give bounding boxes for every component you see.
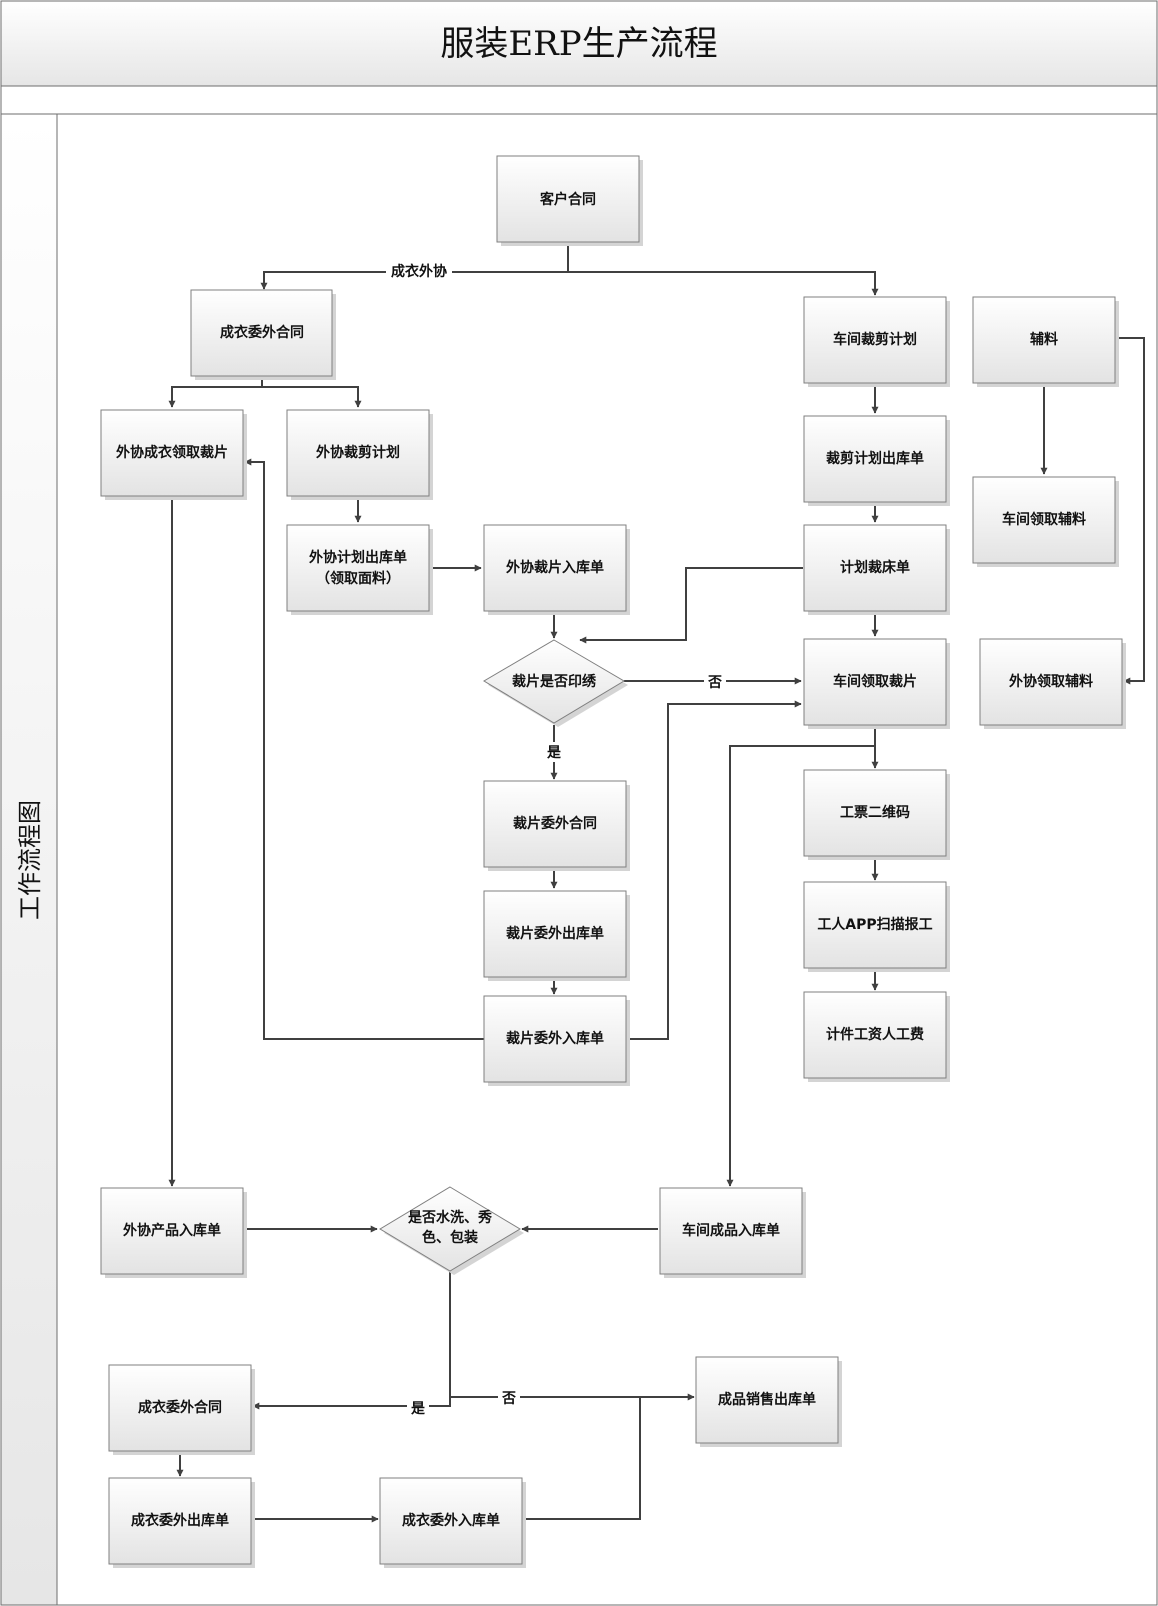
node-label: 车间领取辅料 (1002, 511, 1086, 528)
label-bg (543, 742, 565, 762)
node-outsource-pieces-inbound[interactable]: 外协裁片入库单 (483, 524, 630, 615)
node-label: 外协裁剪计划 (316, 444, 400, 461)
decision-label: 裁片是否印绣 (512, 673, 597, 690)
node-label: 成衣委外入库单 (402, 1512, 500, 1529)
node-workshop-receive-pieces[interactable]: 车间领取裁片 (803, 638, 950, 729)
node-finished-sales-outbound[interactable]: 成品销售出库单 (695, 1356, 842, 1447)
node-label: 计划裁床单 (840, 559, 910, 576)
node-pieces-outsource-outbound[interactable]: 裁片委外出库单 (483, 890, 630, 981)
node-label-line-1: 外协计划出库单 (309, 549, 407, 566)
node-label: 车间成品入库单 (682, 1222, 780, 1239)
node-label: 外协裁片入库单 (506, 559, 604, 576)
label-bg (407, 1398, 429, 1418)
node-outsource-garment-receive-pieces[interactable]: 外协成衣领取裁片 (100, 409, 247, 500)
node-pieces-outsource-contract[interactable]: 裁片委外合同 (483, 780, 630, 871)
node-workshop-finished-inbound[interactable]: 车间成品入库单 (659, 1187, 806, 1278)
connector (726, 745, 875, 1187)
node-work-ticket-qr[interactable]: 工票二维码 (803, 769, 950, 860)
node-outsource-plan-outbound[interactable]: 外协计划出库单 （领取面料） (286, 524, 433, 615)
decision-label-line-2: 色、包装 (422, 1229, 479, 1246)
node-label: 成衣委外合同 (138, 1399, 222, 1416)
node-workshop-receive-accessories[interactable]: 车间领取辅料 (972, 476, 1119, 567)
node-label: 外协成衣领取裁片 (116, 444, 228, 461)
connector (520, 1397, 641, 1520)
subtitle-band (0, 85, 1158, 115)
connector (262, 386, 362, 408)
connector-labels: 成衣外协 否 是 是 否 (386, 260, 726, 1418)
node-label: 工人APP扫描报工 (817, 916, 932, 933)
connector (168, 375, 263, 408)
node-label: 计件工资人工费 (826, 1026, 924, 1043)
node-label: 客户合同 (539, 191, 596, 208)
node-workshop-cut-plan[interactable]: 车间裁剪计划 (803, 296, 950, 387)
node-label-line-2: （领取面料） (316, 570, 400, 587)
node-outsource-cut-plan[interactable]: 外协裁剪计划 (286, 409, 433, 500)
connector (579, 567, 803, 644)
node-label: 辅料 (1030, 331, 1058, 348)
process-nodes: 客户合同 成衣委外合同 车间裁剪计划 辅料 外协成衣领取裁片 外协裁剪计划 (100, 155, 1126, 1568)
title-band (0, 0, 1158, 87)
connector (244, 458, 484, 1040)
node-label: 车间裁剪计划 (833, 331, 917, 348)
label-bg (498, 1388, 520, 1408)
decision-wash-embroider-pack[interactable]: 是否水洗、秀 色、包装 (379, 1186, 524, 1275)
lane-header (0, 113, 58, 1606)
decision-label-line-1: 是否水洗、秀 (408, 1209, 493, 1226)
node-label: 成衣委外出库单 (131, 1512, 229, 1529)
decision-print-embroidery[interactable]: 裁片是否印绣 (483, 639, 628, 727)
connector (1116, 337, 1145, 685)
node-label: 外协领取辅料 (1009, 673, 1093, 690)
node-label: 裁剪计划出库单 (826, 450, 924, 467)
node-label: 车间领取裁片 (833, 673, 917, 690)
node-plan-cutting-bed[interactable]: 计划裁床单 (803, 524, 950, 615)
node-label: 裁片委外入库单 (506, 1030, 604, 1047)
connectors (168, 244, 1145, 1523)
label-bg (386, 260, 452, 282)
node-label: 成衣委外合同 (220, 324, 304, 341)
node-label: 工票二维码 (840, 804, 910, 821)
label-bg (704, 671, 726, 691)
edge-label-no-print: 否 (707, 675, 722, 691)
edge-label-garment-outsource: 成衣外协 (391, 263, 447, 280)
connector (568, 271, 879, 296)
node-piece-rate-wage[interactable]: 计件工资人工费 (803, 991, 950, 1082)
lane-label: 工作流程图 (16, 800, 44, 920)
decision-nodes: 裁片是否印绣 是否水洗、秀 色、包装 (379, 639, 628, 1275)
node-garment-outsource-outbound[interactable]: 成衣委外出库单 (108, 1477, 255, 1568)
edge-label-yes-wash: 是 (411, 1401, 426, 1417)
node-pieces-outsource-inbound[interactable]: 裁片委外入库单 (483, 995, 630, 1086)
node-label: 成品销售出库单 (718, 1391, 816, 1408)
node-label: 外协产品入库单 (123, 1222, 221, 1239)
node-garment-outsource-contract-2[interactable]: 成衣委外合同 (108, 1364, 255, 1455)
node-accessories[interactable]: 辅料 (972, 296, 1119, 387)
node-label: 裁片委外出库单 (506, 925, 604, 942)
node-cut-plan-outbound[interactable]: 裁剪计划出库单 (803, 415, 950, 506)
node-customer-contract[interactable]: 客户合同 (496, 155, 643, 246)
node-label: 裁片委外合同 (513, 815, 597, 832)
edge-label-yes-print: 是 (547, 745, 562, 761)
node-worker-app-scan[interactable]: 工人APP扫描报工 (803, 881, 950, 972)
connector (252, 1271, 451, 1410)
node-garment-outsource-contract[interactable]: 成衣委外合同 (190, 289, 336, 380)
page-title: 服装ERP生产流程 (440, 24, 717, 64)
node-outsource-product-inbound[interactable]: 外协产品入库单 (100, 1187, 247, 1278)
node-garment-outsource-inbound[interactable]: 成衣委外入库单 (379, 1477, 526, 1568)
connector (624, 700, 802, 1040)
node-outsource-receive-accessories[interactable]: 外协领取辅料 (979, 638, 1126, 729)
edge-label-no-wash: 否 (501, 1391, 516, 1407)
